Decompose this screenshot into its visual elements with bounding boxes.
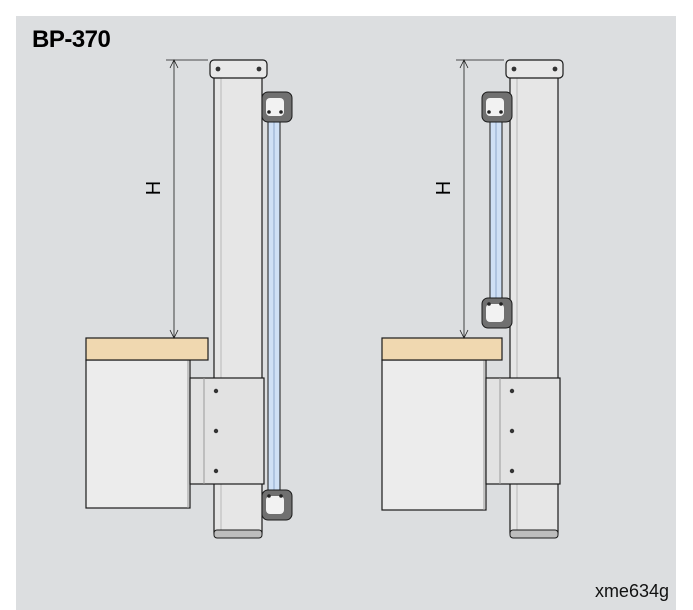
right-mounting-bracket [485,377,561,485]
right-worktop [381,337,503,361]
left-worktop [85,337,209,361]
left-cabinet [85,359,191,509]
left-h-dimension: H [143,59,208,339]
right-cabinet [381,359,487,511]
right-view: H [381,59,564,539]
right-h-dimension: H [433,59,504,339]
right-post-foot [509,529,559,539]
left-view: H [85,59,293,539]
left-post-foot [213,529,263,539]
drawing-code: xme634g [594,581,669,601]
drawing-panel [16,16,676,610]
left-mounting-bracket [189,377,265,485]
left-h-label: H [143,181,165,195]
right-post-cap [505,59,564,79]
right-h-label: H [433,181,455,195]
model-title: BP-370 [32,26,111,53]
left-post-cap [209,59,268,79]
